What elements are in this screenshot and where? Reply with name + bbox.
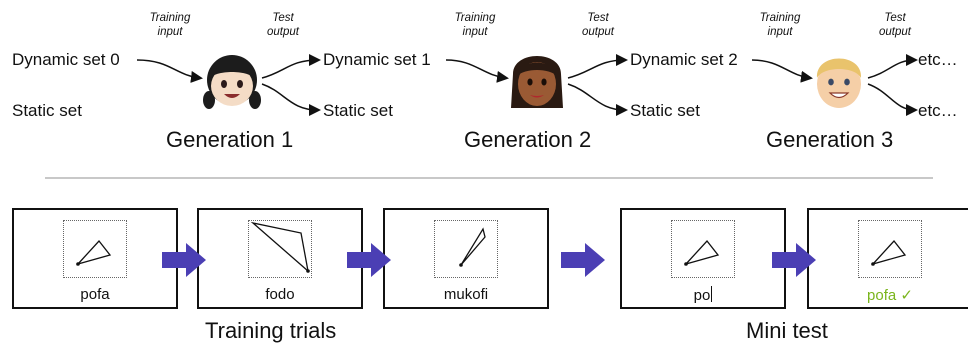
etc-static-label: etc… [918, 101, 958, 120]
stimulus-shape [75, 239, 112, 266]
next-arrow-icon [162, 243, 206, 277]
section-divider [45, 177, 933, 179]
answer-feedback: pofa ✓ [809, 286, 968, 304]
trial-panel: mukofi [383, 208, 549, 309]
output-arrow-static [567, 83, 628, 116]
training-input-label: Training input [149, 12, 191, 38]
training-input-label: Training input [759, 12, 801, 38]
stimulus-box [671, 220, 735, 278]
stimulus-shape [459, 227, 486, 267]
trial-panel: fodo [197, 208, 363, 309]
test-panel: po [620, 208, 786, 309]
next-arrow-icon [347, 243, 391, 277]
stimulus-shape [683, 239, 720, 266]
test-output-label: Test output [582, 12, 614, 38]
static-set-output-label: Static set [630, 101, 700, 120]
input-arrow [751, 59, 813, 83]
stimulus-box [434, 220, 498, 278]
input-arrow [136, 59, 203, 83]
output-arrow-static [261, 83, 321, 116]
test-output-label: Test output [267, 12, 299, 38]
output-arrow-dynamic [867, 54, 918, 79]
learner-avatar-1-icon [203, 55, 261, 109]
output-arrow-static [867, 83, 918, 116]
typed-answer-field[interactable]: po [622, 286, 784, 304]
checkmark-icon: ✓ [900, 287, 913, 304]
correct-answer-text: pofa [867, 287, 897, 304]
next-arrow-icon [772, 243, 816, 277]
typed-answer-text: po [693, 287, 711, 304]
generation-3-title: Generation 3 [766, 127, 894, 152]
learner-avatar-3-icon [816, 58, 862, 108]
trial-panel: pofa [12, 208, 178, 309]
stimulus-shape [250, 221, 310, 273]
stimulus-shape [870, 239, 907, 266]
test-panel: pofa ✓ [807, 208, 968, 309]
mini-test-caption: Mini test [746, 318, 828, 343]
input-arrow [445, 59, 509, 83]
stimulus-box [63, 220, 127, 278]
trial-word: fodo [265, 286, 295, 303]
trial-word: mukofi [443, 286, 489, 303]
dynamic-set-0-label: Dynamic set 0 [12, 50, 120, 69]
text-cursor [711, 286, 713, 302]
stimulus-box [248, 220, 312, 278]
etc-dynamic-label: etc… [918, 50, 958, 69]
dynamic-set-2-label: Dynamic set 2 [630, 50, 738, 69]
test-output-label: Test output [879, 12, 911, 38]
trial-word: pofa [80, 286, 110, 303]
training-input-label: Training input [454, 12, 496, 38]
training-trials-caption: Training trials [205, 318, 337, 343]
static-set-label: Static set [12, 101, 82, 120]
generation-2-title: Generation 2 [464, 127, 592, 152]
learner-avatar-2-icon [511, 56, 563, 108]
next-arrow-icon [561, 243, 605, 277]
static-set-output-label: Static set [323, 101, 393, 120]
output-arrow-dynamic [567, 54, 628, 79]
dynamic-set-1-label: Dynamic set 1 [323, 50, 431, 69]
generation-1-title: Generation 1 [166, 127, 294, 152]
stimulus-box [858, 220, 922, 278]
output-arrow-dynamic [261, 54, 321, 79]
